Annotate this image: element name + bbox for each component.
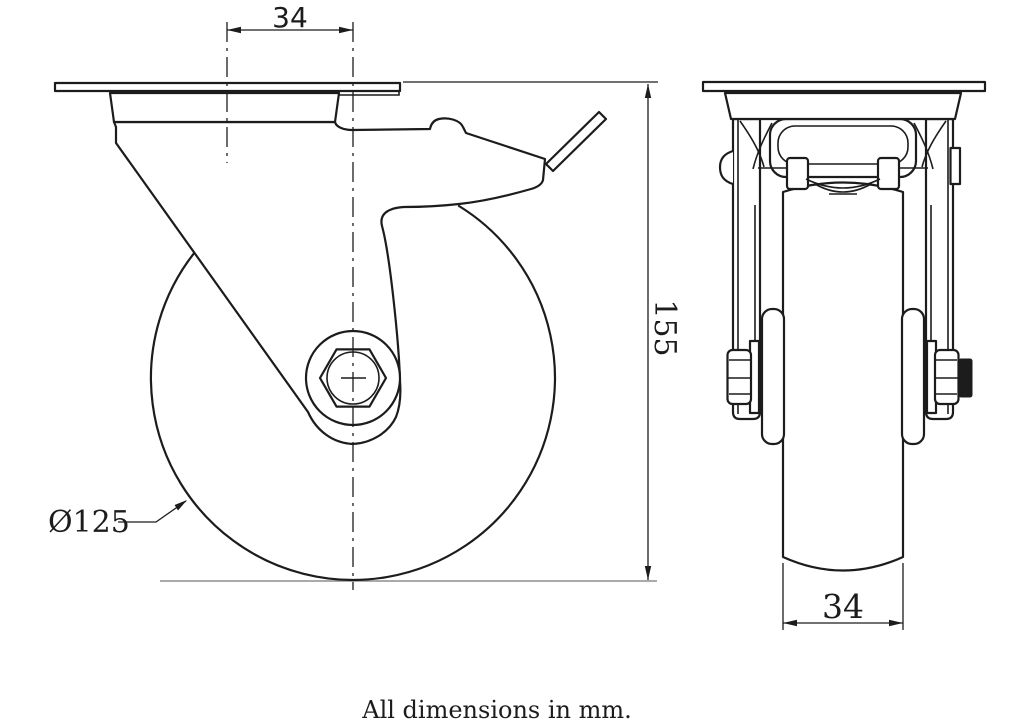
dimension-wheel-diameter: Ø125 — [48, 500, 187, 540]
rivet-dome — [718, 149, 734, 186]
swivel-raceway-side — [108, 91, 341, 124]
plate-step-line — [339, 91, 400, 96]
brake-bracket-left — [785, 156, 810, 191]
arrow-down-icon — [644, 566, 652, 580]
swivel-raceway-front — [723, 91, 963, 121]
side-view — [53, 22, 657, 590]
drawing-note: All dimensions in mm. — [361, 696, 632, 724]
dim-value-wheel-width: 34 — [822, 587, 864, 626]
fork-leg-and-brake-housing — [112, 117, 547, 446]
arrow-up-icon — [644, 84, 652, 98]
web-right-outer — [921, 120, 947, 168]
hub-cap-left — [760, 307, 786, 446]
brake-pad-inner-arc — [814, 183, 872, 193]
swivel-housing-inner — [777, 125, 909, 165]
wheel-outline — [149, 204, 556, 581]
dimension-plate-offset: 34 — [227, 1, 353, 34]
front-view — [701, 80, 987, 572]
dim-extension-bottom — [782, 563, 904, 630]
dimension-wheel-width: 34 — [782, 563, 904, 630]
brake-bracket-right — [876, 156, 901, 191]
leader-line — [118, 500, 187, 523]
hub-cap-right — [900, 307, 926, 446]
brake-lever-end — [949, 146, 962, 186]
dim-value-wheel-diameter: Ø125 — [48, 505, 130, 540]
arrow-left-icon — [227, 26, 241, 34]
axle-nut-right — [933, 348, 960, 406]
web-left-outer — [739, 120, 765, 168]
arrow-left-icon — [783, 619, 797, 627]
brake-lever — [544, 110, 608, 173]
axle-bolt-tip — [958, 358, 973, 398]
dimension-overall-height: 155 — [403, 81, 682, 580]
arrow-right-icon — [889, 619, 903, 627]
web-right-inner — [913, 122, 934, 170]
axle-nut-left — [726, 348, 753, 406]
dim-value-overall-height: 155 — [647, 299, 682, 356]
web-left-inner — [752, 122, 773, 170]
top-plate-front — [701, 80, 987, 93]
tire-front — [781, 181, 905, 572]
axle-nut-right-facets — [935, 359, 958, 395]
brake-pad-outer-arc — [805, 178, 881, 189]
arrow-leader-icon — [174, 500, 187, 511]
dim-value-plate-offset: 34 — [272, 1, 308, 34]
arrow-right-icon — [339, 26, 353, 34]
axle-nut-left-facets — [728, 359, 751, 395]
